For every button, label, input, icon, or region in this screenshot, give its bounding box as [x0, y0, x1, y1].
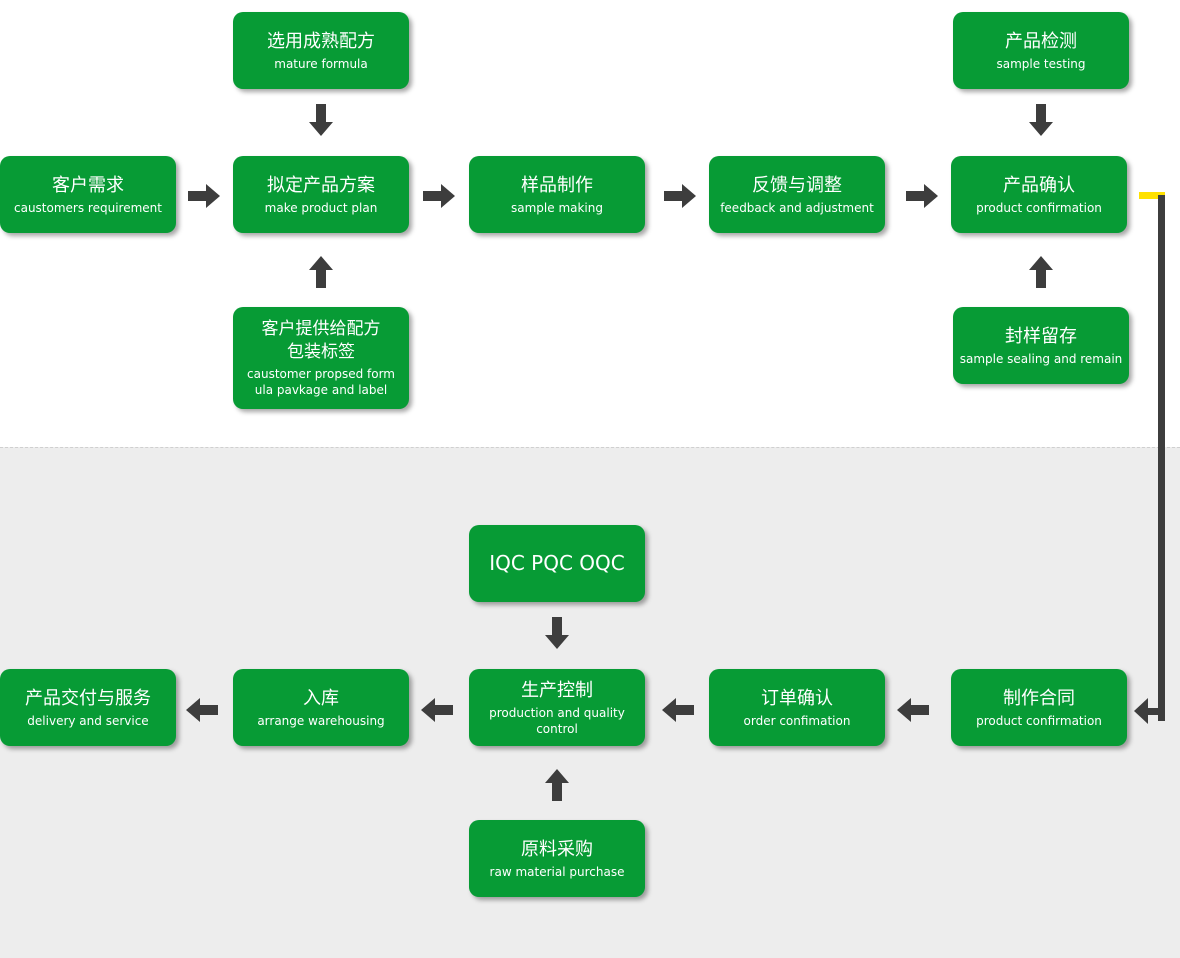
- node-title: 样品制作: [521, 174, 593, 196]
- arrow-right-icon: [664, 184, 696, 208]
- node-subtitle: sample sealing and remain: [959, 351, 1123, 366]
- order-confirmation-node: 订单确认 order confimation: [709, 669, 885, 746]
- node-title: 产品检测: [1005, 30, 1077, 52]
- node-title: 产品交付与服务: [25, 687, 151, 709]
- node-title: 封样留存: [1005, 325, 1077, 347]
- arrow-up-icon: [545, 769, 569, 801]
- arrow-left-icon: [662, 698, 694, 722]
- arrow-right-icon: [906, 184, 938, 208]
- sample-sealing-node: 封样留存 sample sealing and remain: [953, 307, 1129, 384]
- node-subtitle: mature formula: [274, 56, 368, 71]
- node-title: 入库: [303, 687, 339, 709]
- node-subtitle: production and quality control: [489, 705, 625, 736]
- node-title: 拟定产品方案: [267, 174, 375, 196]
- warehousing-node: 入库 arrange warehousing: [233, 669, 409, 746]
- node-subtitle: caustomers requirement: [14, 200, 162, 215]
- arrow-down-icon: [1029, 104, 1053, 136]
- node-subtitle: delivery and service: [27, 713, 149, 728]
- arrow-right-icon: [423, 184, 455, 208]
- node-subtitle: sample making: [511, 200, 603, 215]
- arrow-left-icon: [421, 698, 453, 722]
- node-title: 选用成熟配方: [267, 30, 375, 52]
- mature-formula-node: 选用成熟配方 mature formula: [233, 12, 409, 89]
- arrow-down-icon: [309, 104, 333, 136]
- node-title: 生产控制: [521, 679, 593, 701]
- contract-node: 制作合同 product confirmation: [951, 669, 1127, 746]
- node-subtitle: arrange warehousing: [257, 713, 385, 728]
- node-subtitle-line-2: ula pavkage and label: [254, 383, 388, 397]
- node-subtitle: order confimation: [743, 713, 851, 728]
- sample-making-node: 样品制作 sample making: [469, 156, 645, 233]
- node-title: 制作合同: [1003, 687, 1075, 709]
- arrow-left-icon: [186, 698, 218, 722]
- node-title-line-2: 包装标签: [287, 342, 355, 362]
- node-subtitle: product confirmation: [976, 713, 1102, 728]
- qc-node: IQC PQC OQC: [469, 525, 645, 602]
- arrow-up-icon: [309, 256, 333, 288]
- product-plan-node: 拟定产品方案 make product plan: [233, 156, 409, 233]
- product-testing-node: 产品检测 sample testing: [953, 12, 1129, 89]
- arrow-up-icon: [1029, 256, 1053, 288]
- node-title: 反馈与调整: [752, 174, 842, 196]
- node-title: 原料采购: [521, 838, 593, 860]
- node-title: 客户需求: [52, 174, 124, 196]
- delivery-node: 产品交付与服务 delivery and service: [0, 669, 176, 746]
- customer-formula-node: 客户提供给配方 包装标签 caustomer propsed form ula …: [233, 307, 409, 409]
- arrow-down-icon: [545, 617, 569, 649]
- node-title: 订单确认: [761, 687, 833, 709]
- node-subtitle: make product plan: [264, 200, 378, 215]
- node-subtitle: product confirmation: [976, 200, 1102, 215]
- connector-line: [1132, 188, 1172, 728]
- node-title: 产品确认: [1003, 174, 1075, 196]
- arrow-right-icon: [188, 184, 220, 208]
- arrow-left-icon: [897, 698, 929, 722]
- raw-material-node: 原料采购 raw material purchase: [469, 820, 645, 897]
- node-subtitle: raw material purchase: [489, 864, 625, 879]
- node-subtitle: sample testing: [996, 56, 1086, 71]
- production-node: 生产控制 production and quality control: [469, 669, 645, 746]
- node-subtitle-line-1: caustomer propsed form: [247, 367, 395, 381]
- node-subtitle: feedback and adjustment: [720, 200, 874, 215]
- feedback-node: 反馈与调整 feedback and adjustment: [709, 156, 885, 233]
- node-title-line-1: 客户提供给配方: [261, 319, 381, 339]
- customer-requirement-node: 客户需求 caustomers requirement: [0, 156, 176, 233]
- product-confirmation-node: 产品确认 product confirmation: [951, 156, 1127, 233]
- node-title: IQC PQC OQC: [489, 551, 625, 575]
